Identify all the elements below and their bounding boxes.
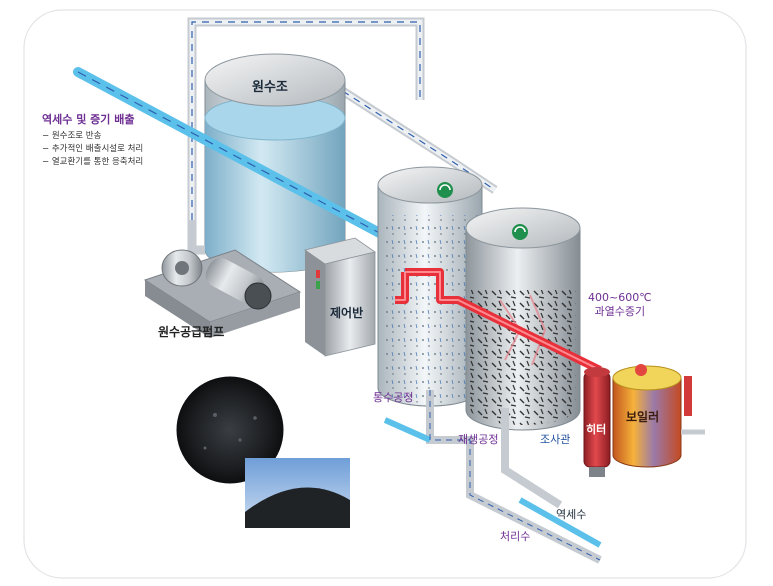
regeneration-process-label: 재생공정 — [458, 433, 499, 446]
regeneration-column — [465, 207, 581, 431]
discharge-note-item: − 추가적인 배출시설로 처리 — [42, 144, 144, 154]
pump-label: 원수공급펌프 — [158, 325, 225, 339]
carbon-pile-photo — [245, 458, 350, 528]
backwash-label: 역세수 — [556, 508, 587, 521]
pump-pipe — [187, 220, 205, 255]
discharge-note-item: − 열교환기를 통한 응축처리 — [42, 157, 144, 167]
treated-water-label: 처리수 — [500, 530, 531, 543]
heater — [583, 367, 611, 477]
raw-water-tank — [204, 53, 346, 273]
steam-label: 400~600℃ 과열수증기 — [588, 291, 652, 318]
raw-water-tank-label: 원수조 — [252, 80, 288, 95]
boiler-label: 보일러 — [626, 410, 660, 424]
carbon-granule-photo — [173, 373, 287, 487]
outlet-pipes — [383, 390, 602, 564]
control-panel — [304, 237, 376, 357]
control-panel-label: 제어반 — [330, 306, 364, 320]
heater-label: 히터 — [586, 423, 607, 436]
inspection-pipe-label: 조사관 — [540, 433, 571, 446]
pump — [143, 249, 302, 338]
boiler — [612, 364, 705, 468]
steam-pipe — [395, 268, 602, 374]
discharge-note-title: 역세수 및 증기 배출 — [42, 113, 135, 126]
discharge-note-item: − 원수조로 반송 — [42, 131, 102, 141]
discharge-note: 역세수 및 증기 배출 − 원수조로 반송 − 추가적인 배출시설로 처리 − … — [42, 111, 143, 169]
water-process-label: 통수공정 — [373, 391, 414, 404]
